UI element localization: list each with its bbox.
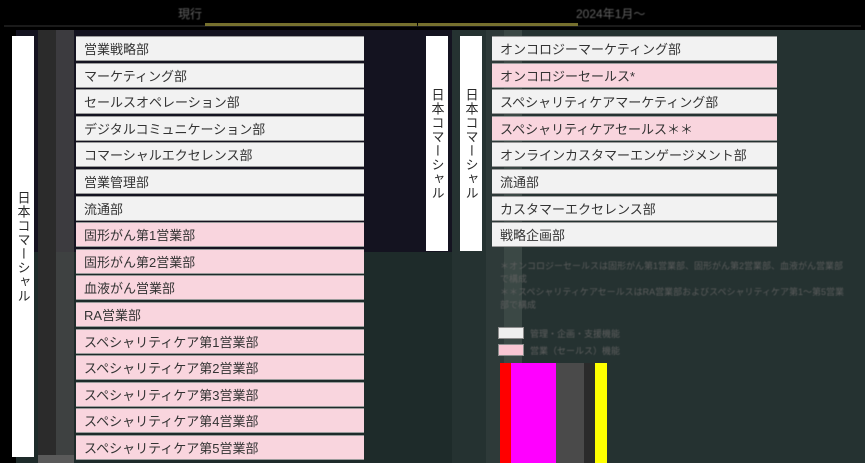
- right-vertical-label: 日本コマーシャル: [460, 36, 482, 251]
- header-title-current: 現行: [178, 7, 203, 21]
- left-department-row[interactable]: 血液がん営業部: [76, 275, 364, 301]
- left-department-row[interactable]: スペシャリティケア第5営業部: [76, 435, 364, 460]
- legend: 管理・企画・支援機能営業（セールス）機能: [498, 326, 620, 360]
- left-department-row[interactable]: RA営業部: [76, 302, 364, 327]
- left-bottom-strip: [38, 455, 74, 463]
- left-vertical-label-mid: 日本コマーシャル: [426, 36, 448, 251]
- left-gutter-light: [56, 30, 74, 463]
- left-department-row[interactable]: スペシャリティケア第3営業部: [76, 381, 364, 407]
- footnote-block: ＊オンコロジーセールスは固形がん第1営業部、固形がん第2営業部、血液がん営業部で…: [500, 260, 850, 312]
- left-department-row[interactable]: スペシャリティケア第4営業部: [76, 408, 364, 434]
- legend-swatch-white: [498, 327, 524, 339]
- header-divider: [4, 25, 861, 27]
- legend-label: 管理・企画・支援機能: [530, 328, 621, 339]
- right-department-row[interactable]: オンコロジーマーケティング部: [492, 36, 777, 61]
- artifact-bar-yellow: [595, 363, 607, 463]
- right-department-row[interactable]: オンコロジーセールス*: [492, 62, 777, 88]
- left-department-row[interactable]: マーケティング部: [76, 62, 364, 88]
- left-department-row[interactable]: セールスオペレーション部: [76, 89, 364, 115]
- artifact-bar-red: [500, 363, 511, 463]
- artifact-bar-dark-2: [584, 363, 595, 463]
- left-department-row[interactable]: 固形がん第1営業部: [76, 222, 364, 248]
- left-vertical-label-mid-text: 日本コマーシャル: [429, 87, 445, 200]
- left-department-row[interactable]: デジタルコミュニケーション部: [76, 115, 364, 141]
- right-department-row[interactable]: 流通部: [492, 169, 777, 194]
- header-band: 現行 2024年1月～: [0, 0, 865, 30]
- left-vertical-label-outer-text: 日本コマーシャル: [15, 190, 31, 303]
- header-underline-left: [205, 23, 417, 26]
- footnote-line-2: ＊＊スペシャリティケアセールスはRA営業部およびスペシャリティケア第1～第5営業…: [500, 287, 844, 310]
- right-department-row[interactable]: 戦略企画部: [492, 222, 777, 248]
- left-department-row[interactable]: 固形がん第2営業部: [76, 248, 364, 274]
- left-vertical-label-outer: 日本コマーシャル: [12, 36, 34, 457]
- legend-item: 営業（セールス）機能: [498, 343, 620, 357]
- artifact-bar-magenta: [511, 363, 556, 463]
- left-department-row[interactable]: スペシャリティケア第1営業部: [76, 328, 364, 354]
- left-gutter-dark: [38, 30, 56, 463]
- right-org-panel: 日本コマーシャル オンコロジーマーケティング部オンコロジーセールス*スペシャリテ…: [452, 30, 865, 463]
- left-org-panel: 日本コマーシャル 日本コマーシャル 営業戦略部マーケティング部セールスオペレーシ…: [0, 30, 452, 463]
- left-department-row[interactable]: 営業戦略部: [76, 36, 364, 61]
- legend-item: 管理・企画・支援機能: [498, 326, 620, 340]
- left-department-row[interactable]: コマーシャルエクセレンス部: [76, 142, 364, 168]
- header-underline-right: [418, 23, 578, 26]
- artifact-bar-dark-1: [556, 363, 584, 463]
- legend-label: 営業（セールス）機能: [530, 345, 621, 356]
- right-department-row[interactable]: スペシャリティケアセールス＊＊: [492, 115, 777, 141]
- left-department-row[interactable]: 流通部: [76, 195, 364, 221]
- left-department-row[interactable]: 営業管理部: [76, 169, 364, 194]
- left-department-row[interactable]: スペシャリティケア第2営業部: [76, 355, 364, 381]
- right-department-row[interactable]: カスタマーエクセレンス部: [492, 195, 777, 221]
- footnote-line-1: ＊オンコロジーセールスは固形がん第1営業部、固形がん第2営業部、血液がん営業部で…: [500, 261, 844, 284]
- right-department-row[interactable]: スペシャリティケアマーケティング部: [492, 89, 777, 115]
- right-vertical-label-text: 日本コマーシャル: [463, 87, 479, 200]
- right-department-row[interactable]: オンラインカスタマーエンゲージメント部: [492, 142, 777, 168]
- legend-swatch-pink: [498, 344, 524, 356]
- header-title-new: 2024年1月～: [576, 7, 646, 21]
